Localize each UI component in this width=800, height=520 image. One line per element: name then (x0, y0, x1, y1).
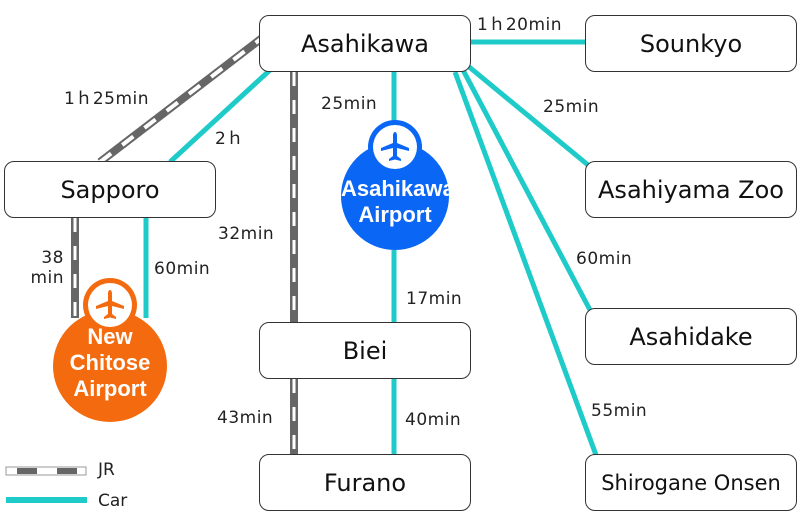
legend-jr-swatch (5, 466, 87, 476)
route-time-asahikawa-sounkyo-car: 1ｈ20min (477, 15, 563, 35)
route-time-biei-furano-jr: 43min (217, 408, 274, 428)
route-time-biei-furano-car: 40min (405, 410, 462, 430)
node-asahiyama-zoo[interactable]: Asahiyama Zoo (585, 161, 797, 218)
node-label: Asahidake (629, 322, 753, 351)
node-sapporo[interactable]: Sapporo (4, 161, 216, 218)
asahikawa-airport[interactable]: Asahikawa Airport (340, 120, 455, 260)
car-line-asahikawa-asahidake (460, 68, 593, 312)
car-line-asahikawa-shirogane (452, 71, 599, 456)
node-label: Sounkyo (639, 29, 743, 58)
route-time-asahikawa-zoo-car: 25min (543, 97, 600, 117)
node-asahikawa[interactable]: Asahikawa (259, 15, 471, 72)
node-label: Furano (323, 468, 407, 497)
airport-name-line2: Chitose (69, 350, 151, 375)
route-time-asahikawa-biei-jr: 32min (218, 224, 275, 244)
node-label: Biei (342, 336, 388, 365)
node-label: Asahikawa (300, 29, 430, 58)
node-sounkyo[interactable]: Sounkyo (585, 15, 797, 72)
route-time-asahikawa-airport-car: 25min (321, 94, 378, 114)
route-time-line2: min (30, 268, 64, 288)
airport-name-line3: Airport (73, 376, 147, 401)
legend-car-swatch (6, 497, 87, 503)
car-line-asahikawa-zoo (466, 64, 590, 167)
airport-name-line2: Airport (358, 202, 432, 227)
airport-name-line1: New (87, 324, 133, 349)
car-line-sapporo-asahikawa (168, 68, 272, 164)
legend-jr-label: JR (98, 460, 115, 480)
node-shirogane-onsen[interactable]: Shirogane Onsen (585, 454, 797, 511)
node-label: Sapporo (60, 175, 160, 204)
route-time-line1: 38 (41, 248, 64, 268)
route-time-sapporo-chitose-car: 60min (154, 259, 211, 279)
route-time-sapporo-asahikawa-car: 2ｈ (215, 129, 244, 149)
airport-name-line1: Asahikawa (341, 176, 455, 201)
node-label: Asahiyama Zoo (598, 175, 784, 204)
route-time-sapporo-asahikawa-jr: 1ｈ25min (64, 89, 150, 109)
route-time-airport-biei-car: 17min (406, 289, 463, 309)
airplane-icon (381, 132, 409, 161)
node-label: Shirogane Onsen (601, 470, 781, 495)
node-biei[interactable]: Biei (259, 322, 471, 379)
route-time-asahikawa-asahidake-car: 60min (576, 249, 633, 269)
legend-car-label: Car (98, 491, 128, 511)
node-furano[interactable]: Furano (259, 454, 471, 511)
route-time-asahikawa-shirogane-car: 55min (591, 401, 648, 421)
node-asahidake[interactable]: Asahidake (585, 308, 797, 365)
new-chitose-airport[interactable]: New Chitose Airport (50, 278, 170, 422)
airplane-icon (96, 290, 124, 319)
jr-line-sapporo-asahikawa (97, 34, 265, 166)
route-time-sapporo-chitose-jr: 38 min (26, 248, 64, 288)
